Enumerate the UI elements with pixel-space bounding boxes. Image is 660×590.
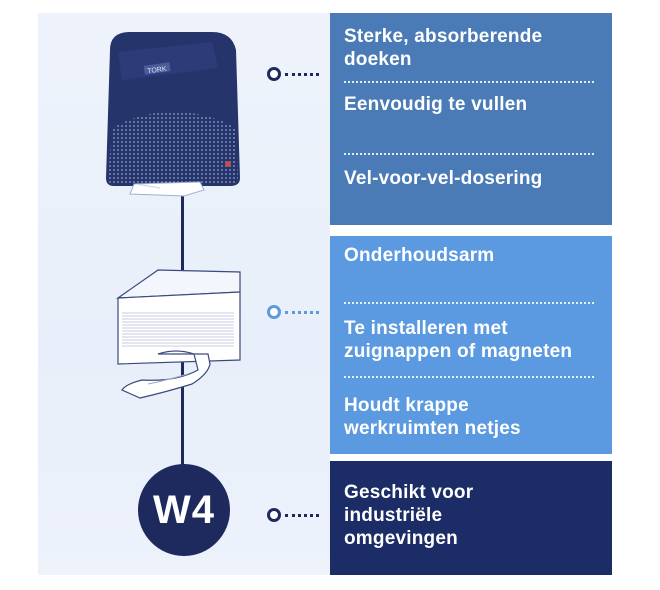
dotted-separator [344,81,594,83]
feature-item: Eenvoudig te vullen [344,93,598,116]
paper-towel-dispenser-icon: TORK [106,32,240,197]
connector-box-1 [267,67,319,81]
feature-line: omgevingen [344,528,458,549]
feature-item: Houdt krappe werkruimten netjes [344,394,598,440]
feature-line: industriële [344,505,443,526]
dotted-line [285,72,319,76]
feature-line: zuignappen of magneten [344,341,573,362]
dotted-separator [344,302,594,304]
feature-box-1: Sterke, absorberende doeken Eenvoudig te… [330,13,612,225]
feature-item: Geschikt voor industriële omgevingen [344,481,598,550]
feature-item: Sterke, absorberende doeken [344,25,598,71]
ring-icon [267,508,281,522]
dotted-separator [344,376,594,378]
feature-box-3: Geschikt voor industriële omgevingen [330,461,612,575]
brand-logo: TORK [147,66,167,76]
dotted-line [285,513,319,517]
feature-line: Eenvoudig te vullen [344,94,528,115]
feature-line: Te installeren met [344,318,508,339]
connector-box-2 [267,305,319,319]
connector-box-3 [267,508,319,522]
feature-item: Onderhoudsarm [344,244,598,267]
feature-line: doeken [344,49,412,70]
dotted-line [285,310,319,314]
feature-line: Geschikt voor [344,482,474,503]
feature-line: Vel-voor-vel-dosering [344,168,543,189]
folded-towel-refill-icon [115,269,241,399]
feature-line: Onderhoudsarm [344,245,495,266]
feature-line: Houdt krappe [344,395,469,416]
feature-line: werkruimten netjes [344,418,521,439]
dotted-separator [344,153,594,155]
feature-line: Sterke, absorberende [344,26,543,47]
feature-box-2: Onderhoudsarm Te installeren met zuignap… [330,236,612,454]
ring-icon [267,305,281,319]
feature-item: Vel-voor-vel-dosering [344,167,598,190]
w4-badge: W4 [138,464,230,556]
badge-label: W4 [153,487,215,532]
ring-icon [267,67,281,81]
feature-item: Te installeren met zuignappen of magnete… [344,317,598,363]
